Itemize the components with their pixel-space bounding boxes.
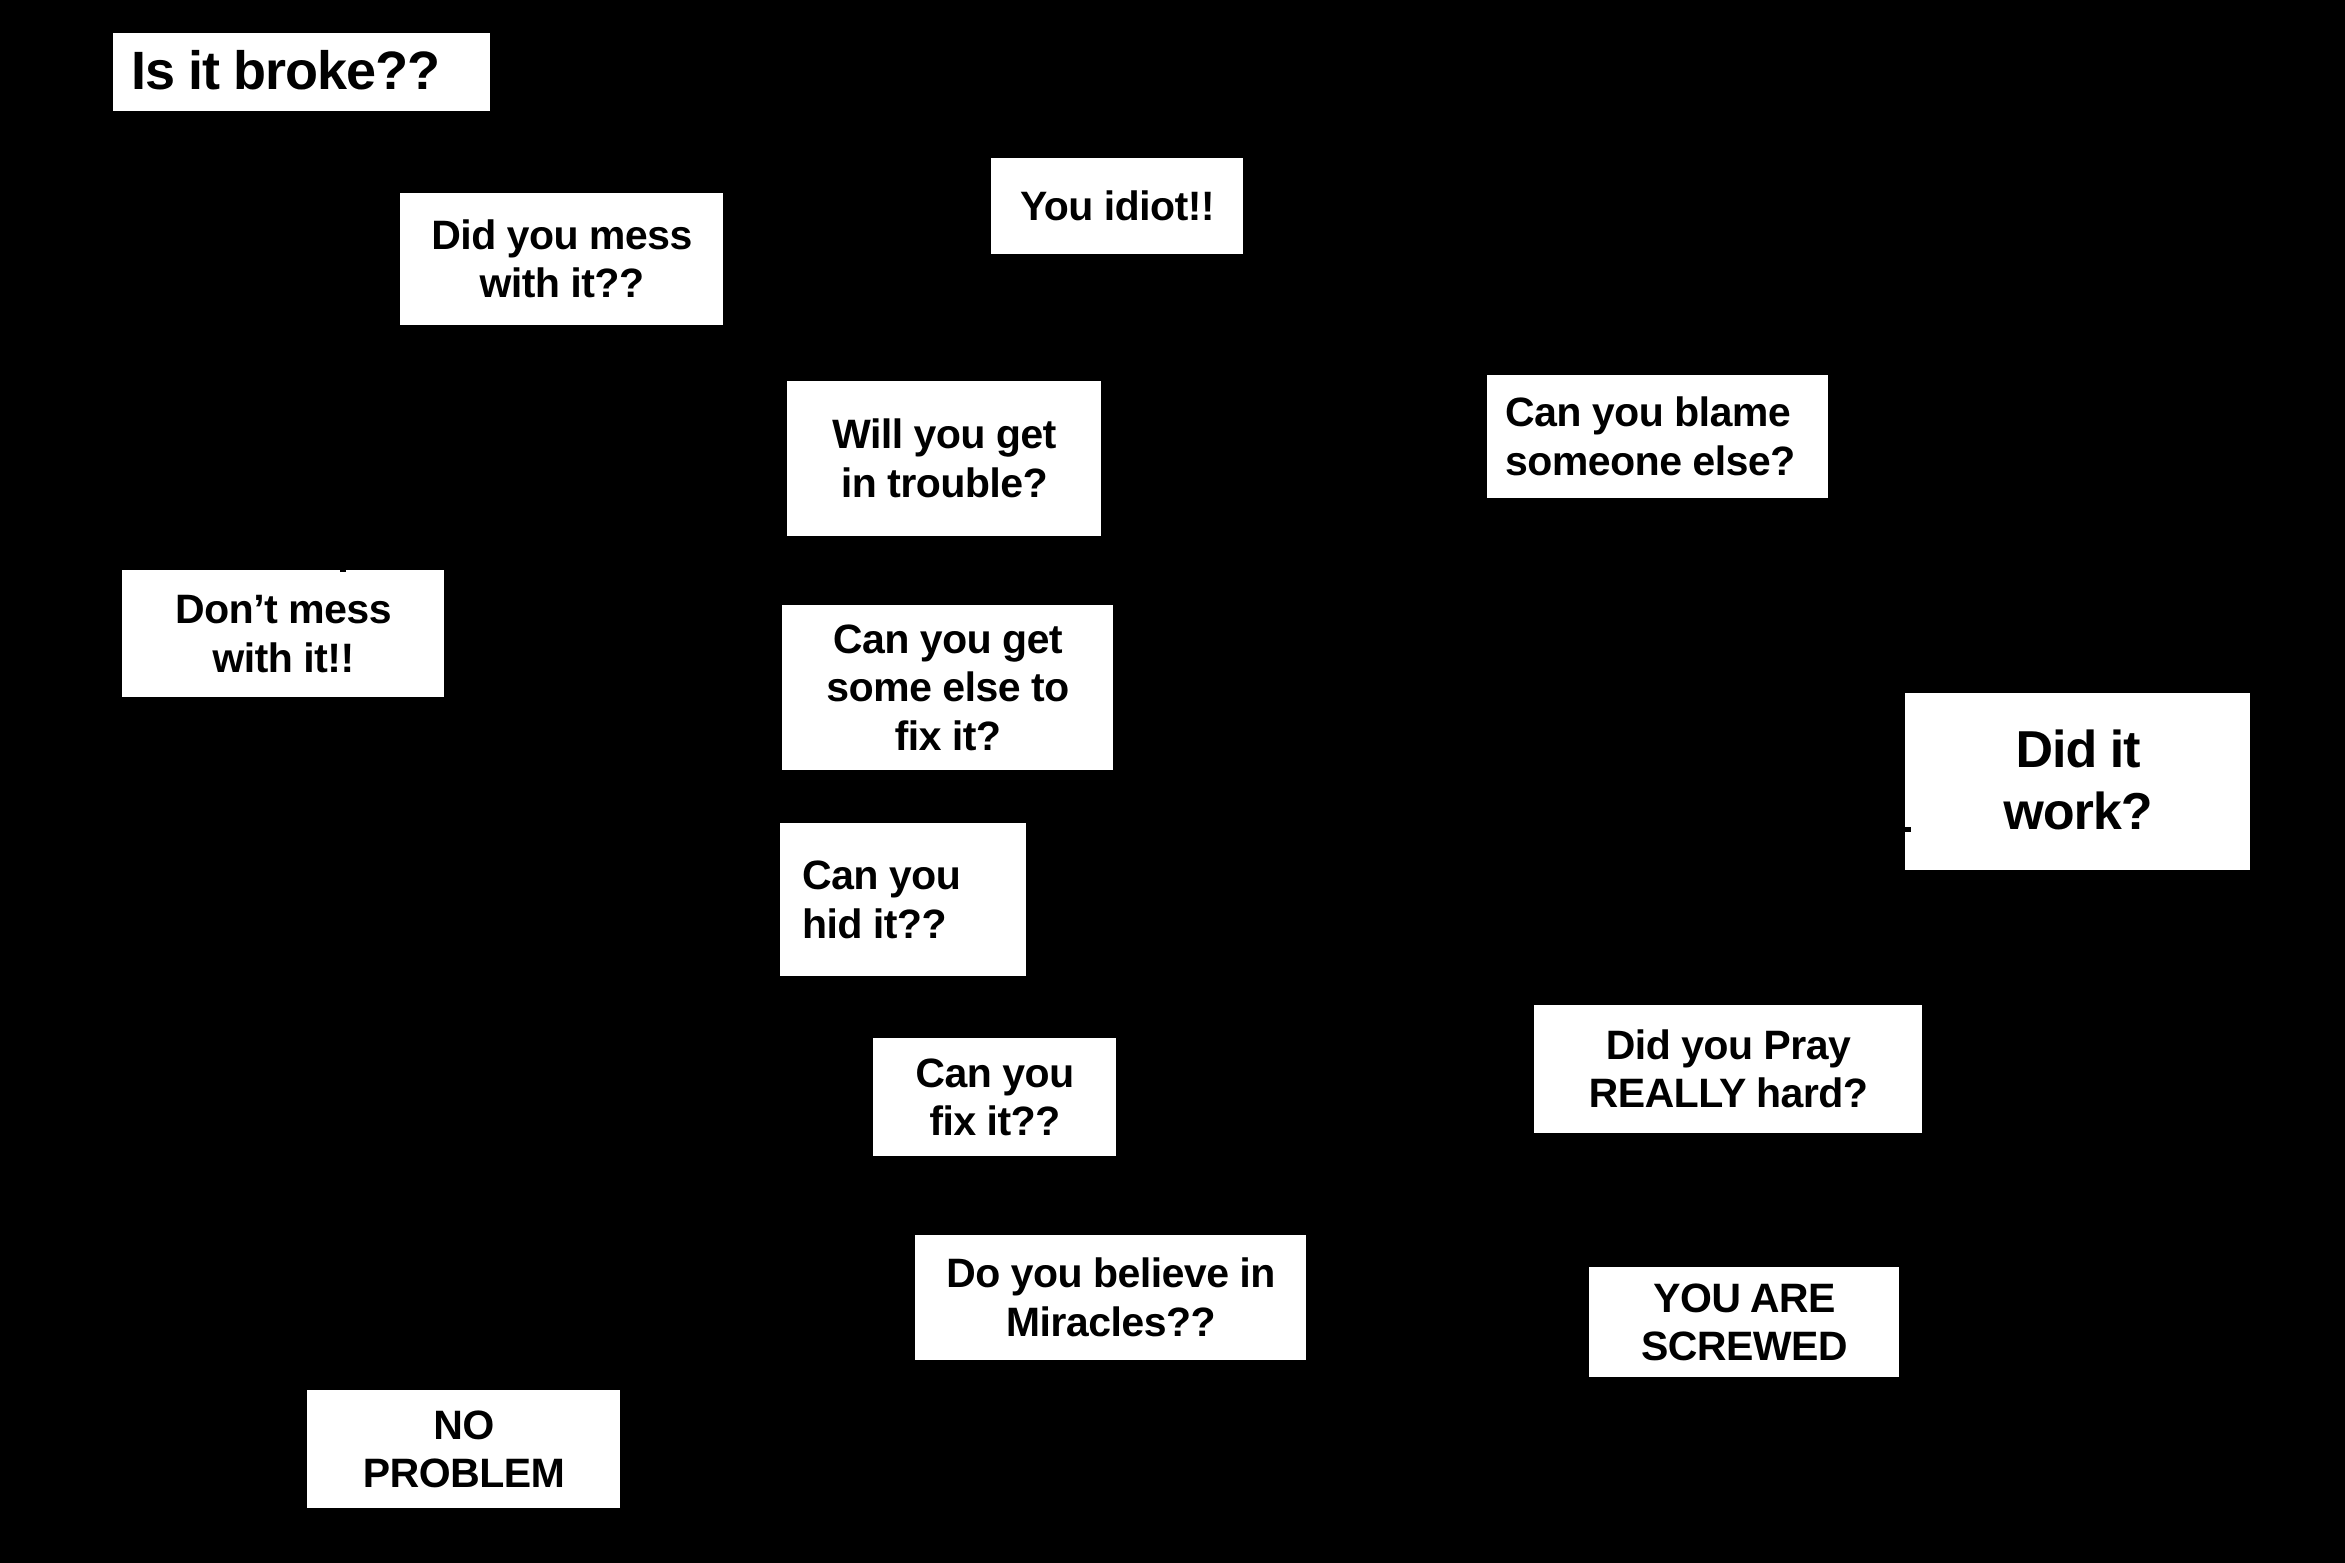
node-label: NO PROBLEM — [362, 1401, 565, 1496]
node-label: Can you hid it?? — [802, 852, 961, 947]
flowchart-node-will-you-get-in-trouble[interactable]: Will you get in trouble? — [787, 381, 1101, 536]
node-label: Is it broke?? — [131, 41, 440, 102]
stray-mark-icon — [1905, 827, 1911, 832]
node-label: Did you mess with it?? — [431, 211, 692, 306]
flowchart-node-is-it-broke[interactable]: Is it broke?? — [113, 33, 490, 111]
flowchart-node-you-idiot[interactable]: You idiot!! — [991, 158, 1243, 254]
flowchart-node-do-you-believe-in-miracles[interactable]: Do you believe in Miracles?? — [915, 1235, 1306, 1360]
node-label: Did you Pray REALLY hard? — [1588, 1021, 1868, 1116]
node-label: Can you fix it?? — [915, 1049, 1074, 1144]
flowchart-node-you-are-screwed[interactable]: YOU ARE SCREWED — [1589, 1267, 1899, 1377]
node-label: Can you blame someone else? — [1505, 389, 1795, 484]
node-label: Can you get some else to fix it? — [826, 615, 1069, 759]
flowchart-node-can-you-get-some-else-to-fix-it[interactable]: Can you get some else to fix it? — [782, 605, 1113, 770]
flowchart-node-did-you-pray-really-hard[interactable]: Did you Pray REALLY hard? — [1534, 1005, 1922, 1133]
flowchart-node-can-you-blame-someone-else[interactable]: Can you blame someone else? — [1487, 375, 1828, 498]
flowchart-node-can-you-fix-it[interactable]: Can you fix it?? — [873, 1038, 1116, 1156]
node-label: Don’t mess with it!! — [175, 586, 392, 681]
node-label: YOU ARE SCREWED — [1640, 1274, 1848, 1369]
node-label: Did it work? — [2003, 721, 2152, 841]
flowchart-node-did-you-mess[interactable]: Did you mess with it?? — [400, 193, 723, 325]
flowchart-node-can-you-hid-it[interactable]: Can you hid it?? — [780, 823, 1026, 976]
flowchart-node-dont-mess-with-it[interactable]: Don’t mess with it!! — [122, 570, 444, 697]
node-label: Will you get in trouble? — [832, 411, 1056, 506]
node-label: Do you believe in Miracles?? — [946, 1250, 1275, 1345]
flowchart-node-did-it-work[interactable]: Did it work? — [1905, 693, 2250, 870]
node-label: You idiot!! — [1019, 182, 1215, 229]
flowchart-node-no-problem[interactable]: NO PROBLEM — [307, 1390, 620, 1508]
stray-mark-icon — [340, 563, 346, 572]
